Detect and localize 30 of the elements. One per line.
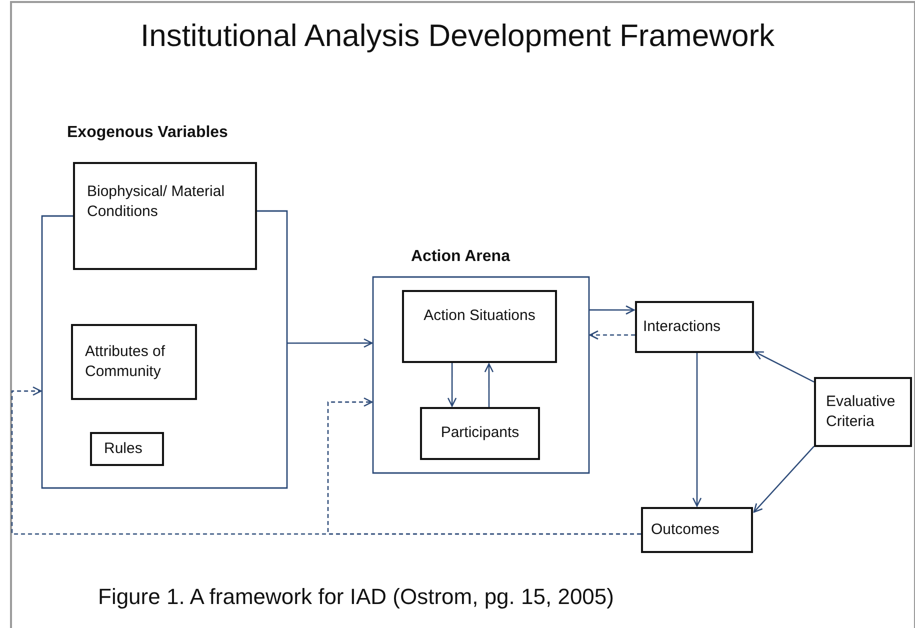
process-box [90, 432, 164, 466]
group-heading: Action Arena [411, 248, 510, 266]
box-label: Biophysical/ Material Conditions [87, 182, 226, 222]
box-label: Participants [440, 423, 520, 444]
process-box [402, 290, 557, 363]
group-container [42, 124, 287, 488]
box-label: Action Situations [424, 306, 536, 326]
arrow [287, 338, 373, 348]
arrow [753, 446, 814, 513]
box-label: Rules [104, 438, 142, 459]
arrow [589, 330, 635, 340]
process-box [814, 377, 912, 447]
process-box [71, 324, 197, 400]
group-heading: Exogenous Variables [67, 124, 228, 142]
process-box [635, 301, 754, 353]
box-label: Attributes of Community [85, 342, 166, 382]
process-box [641, 507, 753, 553]
box-label: Interactions [643, 316, 721, 337]
process-box [420, 407, 540, 460]
box-label: Outcomes [651, 520, 720, 540]
arrow [484, 363, 494, 407]
arrow [589, 305, 635, 315]
process-box [73, 162, 257, 270]
arrow [692, 353, 702, 507]
arrow [754, 351, 814, 382]
arrow [447, 363, 457, 407]
diagram-title: Institutional Analysis Development Framework [139, 18, 776, 54]
box-label: Evaluative Criteria [826, 392, 896, 432]
figure-caption: Figure 1. A framework for IAD (Ostrom, pg. 15, 2005) [98, 584, 614, 610]
arrow [327, 397, 641, 535]
